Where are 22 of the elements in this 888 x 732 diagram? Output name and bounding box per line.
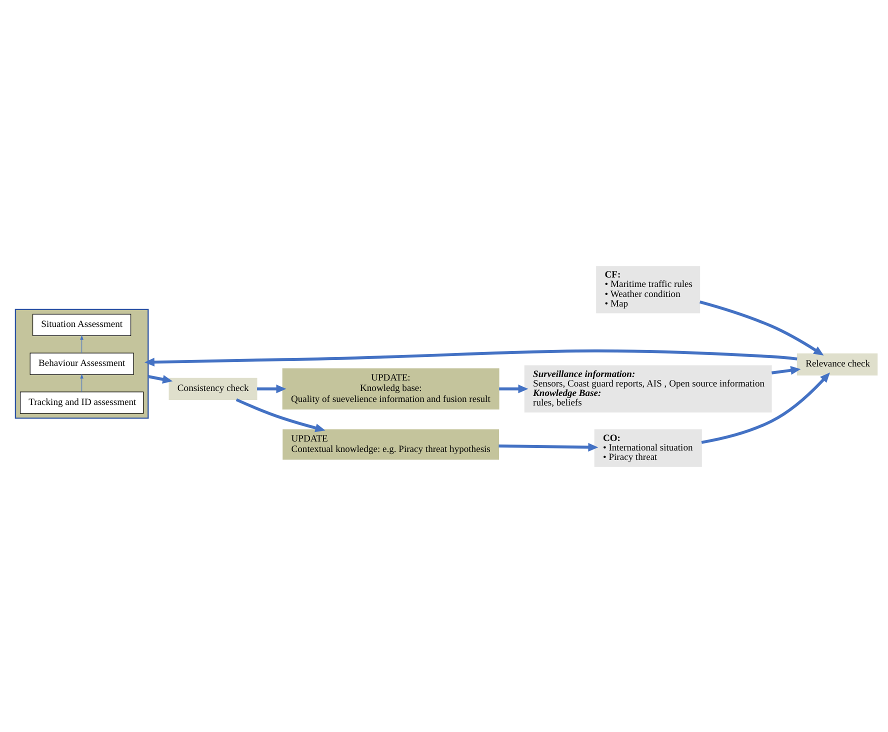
node-box: CF: • Maritime traffic rules • Weather condition • Map — [596, 266, 700, 313]
arrow — [144, 348, 798, 366]
node-box: Relevance check — [796, 352, 878, 375]
arrow — [80, 334, 84, 353]
node-box: Behaviour Assessment — [30, 352, 134, 374]
arrow — [80, 373, 84, 392]
arrow — [701, 372, 830, 444]
node-box: Tracking and ID assessment — [20, 391, 144, 414]
arrow — [236, 398, 326, 432]
cluster — [14, 308, 149, 418]
arrow — [257, 384, 286, 393]
arrow — [498, 442, 598, 452]
arrow — [148, 374, 173, 384]
node-box: Consistency check — [168, 377, 258, 400]
arrow — [499, 384, 528, 393]
node-box: UPDATE Contextual knowledge: e.g. Piracy threat hypothesis — [282, 428, 499, 460]
node-box: UPDATE: Knowledg base: Quality of suevelience information and fusion result — [282, 368, 500, 410]
node-box: Situation Assessment — [32, 313, 132, 336]
arrow — [772, 366, 801, 374]
arrow — [699, 300, 824, 356]
node-box: Surveillance information: Sensors, Coast guard reports, AIS , Open source information Knowledge Base: rules, beliefs — [524, 364, 772, 412]
node-box: CO: • International situation • Piracy threat — [594, 428, 702, 466]
